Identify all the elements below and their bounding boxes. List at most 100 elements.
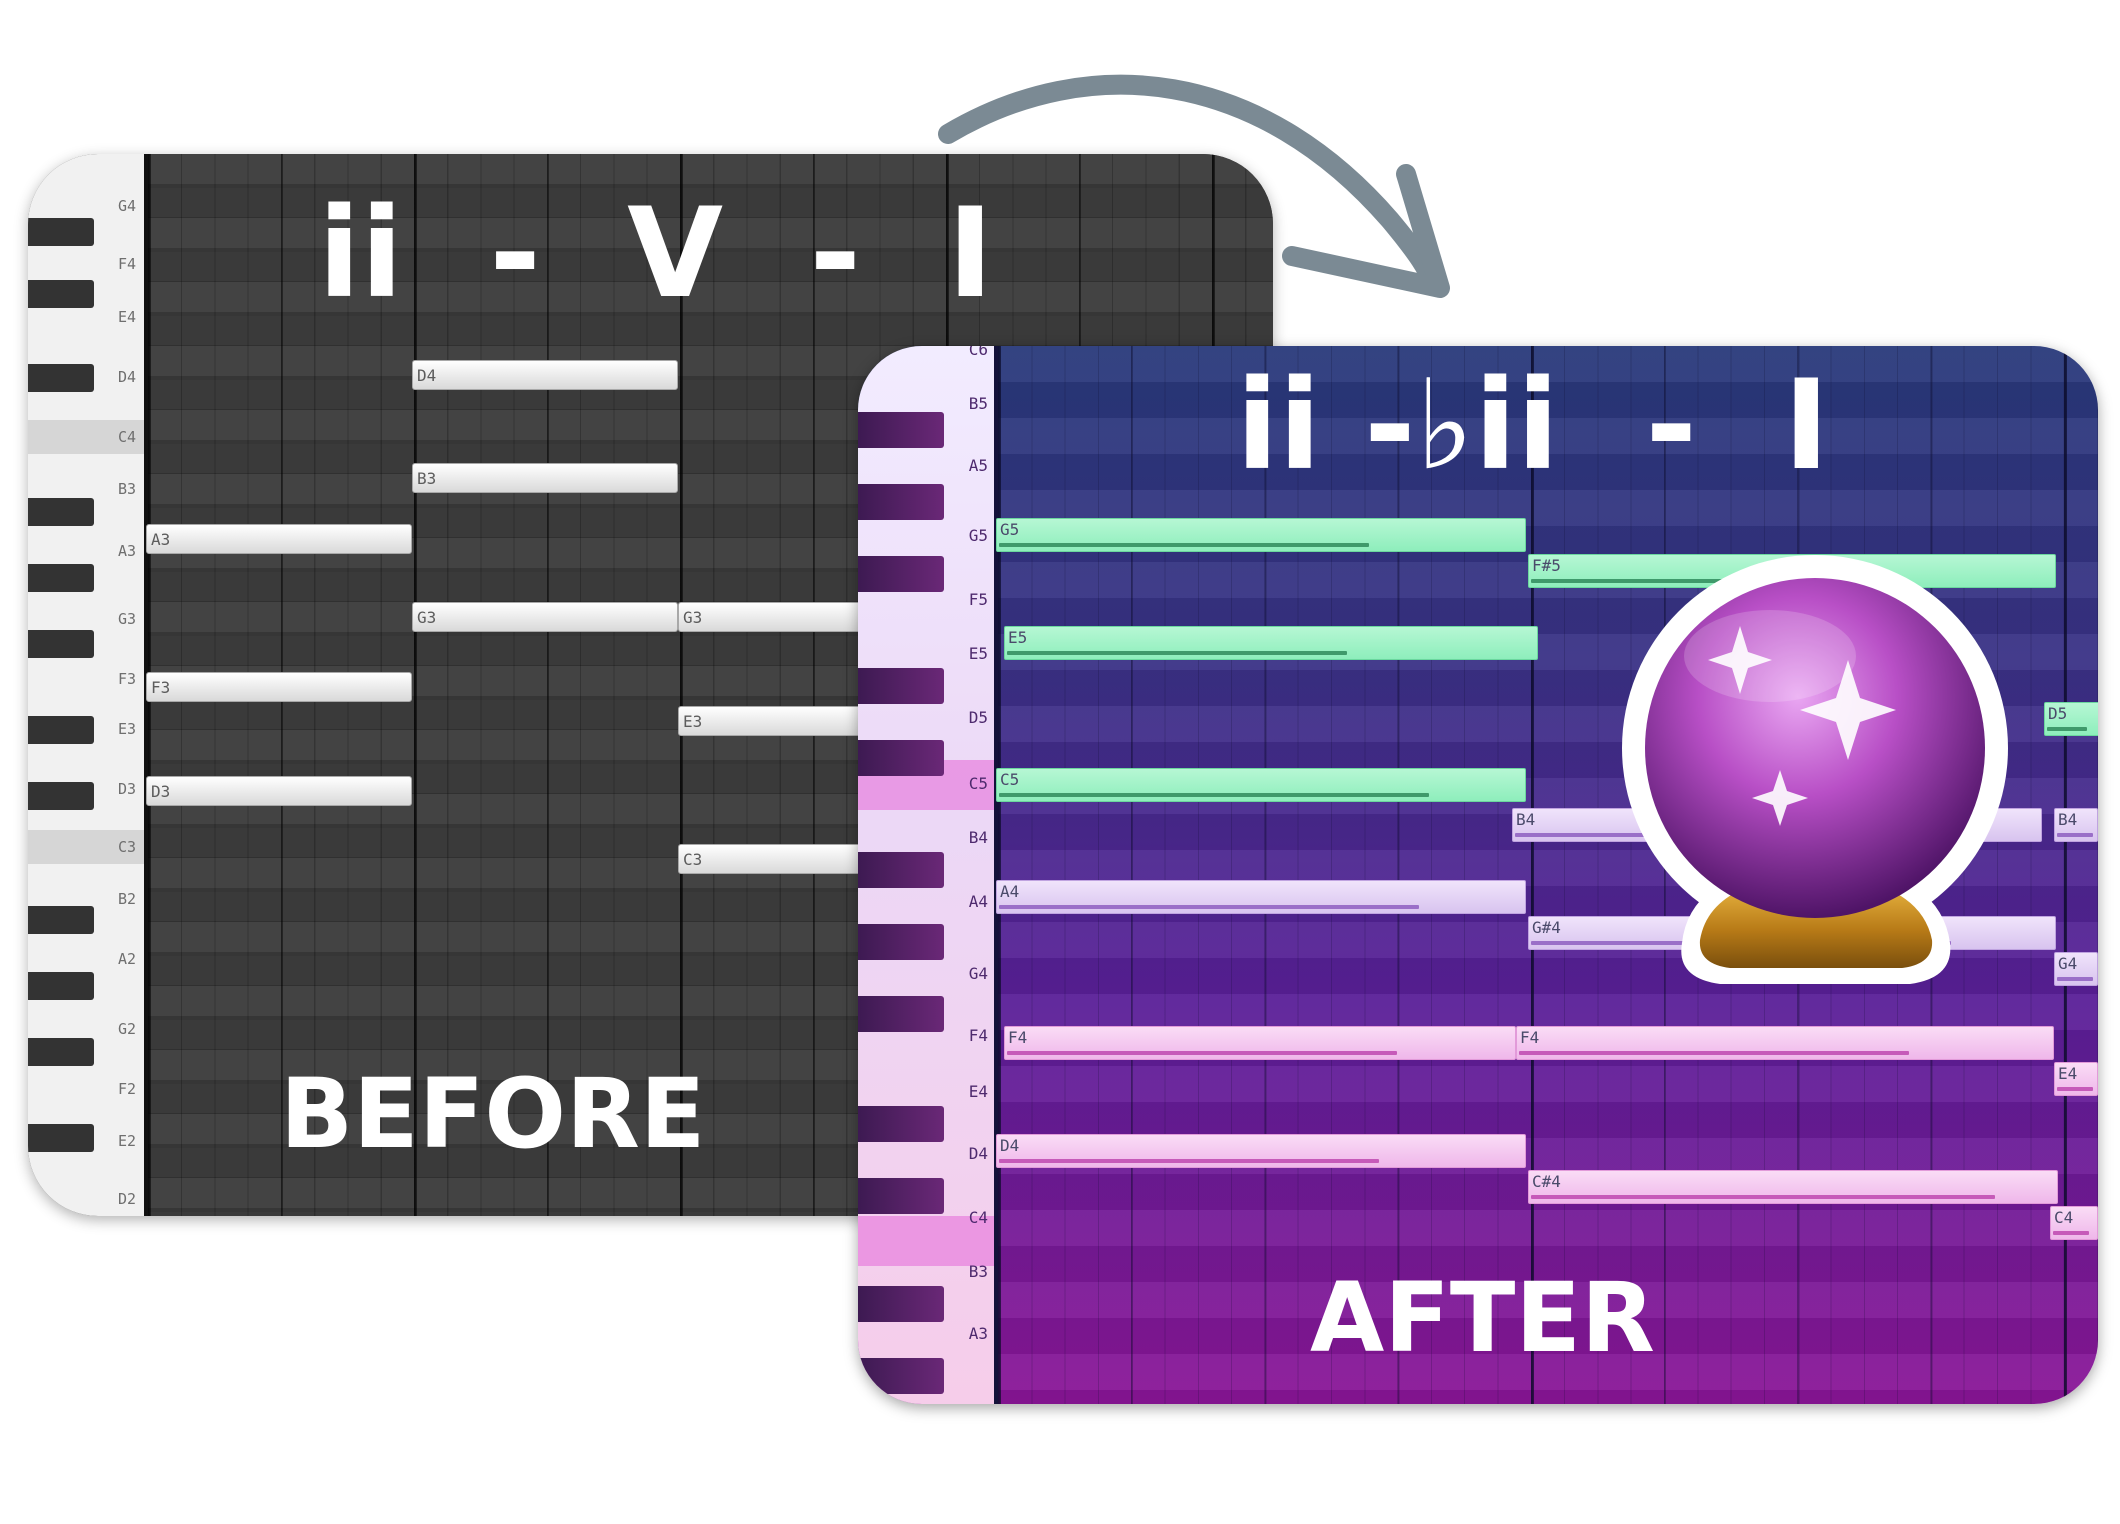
after-black-key[interactable] [858, 852, 944, 888]
before-black-key[interactable] [28, 564, 94, 592]
velocity-bar [1007, 1051, 1397, 1055]
before-key-label: G3 [117, 610, 136, 628]
before-key-label: D4 [117, 368, 136, 386]
after-note[interactable]: B4 [2054, 808, 2098, 842]
before-note[interactable]: B3 [412, 463, 678, 493]
after-key-label: C6 [968, 346, 988, 359]
after-black-key[interactable] [858, 668, 944, 704]
before-c4-highlight [28, 420, 144, 454]
before-black-key[interactable] [28, 782, 94, 810]
after-note[interactable]: C#4 [1528, 1170, 2058, 1204]
after-black-key[interactable] [858, 1358, 944, 1394]
after-note[interactable]: G4 [2054, 952, 2098, 986]
after-note[interactable]: C4 [2050, 1206, 2098, 1240]
before-title: ii - V - I [318, 182, 994, 326]
before-black-key[interactable] [28, 1038, 94, 1066]
after-key-label: D4 [968, 1144, 988, 1163]
before-key-label: D3 [117, 780, 136, 798]
after-note[interactable]: E5 [1004, 626, 1538, 660]
after-note-label: F4 [1008, 1028, 1028, 1047]
before-label: BEFORE [280, 1058, 706, 1170]
after-note-label: A4 [1000, 882, 1020, 901]
before-key-label: E2 [117, 1132, 136, 1150]
after-key-label: F4 [968, 1026, 988, 1045]
after-note[interactable]: G5 [996, 518, 1526, 552]
after-key-label: A5 [968, 456, 988, 475]
before-key-label: G4 [117, 197, 136, 215]
before-black-key[interactable] [28, 218, 94, 246]
after-key-label: B3 [968, 1262, 988, 1281]
before-note[interactable]: A3 [146, 524, 412, 554]
after-black-key[interactable] [858, 924, 944, 960]
after-note[interactable]: F4 [1004, 1026, 1516, 1060]
before-black-key[interactable] [28, 280, 94, 308]
before-key-label: B2 [117, 890, 136, 908]
after-note-label: D4 [1000, 1136, 1020, 1155]
after-black-key[interactable] [858, 412, 944, 448]
before-key-label: F2 [117, 1080, 136, 1098]
after-note-label: B4 [1516, 810, 1536, 829]
after-black-key[interactable] [858, 1178, 944, 1214]
crystal-ball-icon [1622, 555, 2008, 984]
after-note-label: G4 [2058, 954, 2078, 973]
before-note[interactable]: F3 [146, 672, 412, 702]
before-note[interactable]: D4 [412, 360, 678, 390]
after-note-label: D5 [2048, 704, 2068, 723]
after-note[interactable]: D4 [996, 1134, 1526, 1168]
before-black-key[interactable] [28, 906, 94, 934]
before-note[interactable]: D3 [146, 776, 412, 806]
after-note[interactable]: C5 [996, 768, 1526, 802]
before-key-label: A2 [117, 950, 136, 968]
after-black-key[interactable] [858, 556, 944, 592]
after-note[interactable]: E4 [2054, 1062, 2098, 1096]
velocity-bar [2057, 833, 2093, 837]
before-note[interactable]: G3 [412, 602, 678, 632]
after-key-label: G5 [968, 526, 988, 545]
velocity-bar [2057, 977, 2093, 981]
after-black-key[interactable] [858, 1286, 944, 1322]
before-black-key[interactable] [28, 498, 94, 526]
before-black-key[interactable] [28, 716, 94, 744]
after-key-label: E4 [968, 1082, 988, 1101]
after-note[interactable]: A4 [996, 880, 1526, 914]
after-note-label: F4 [1520, 1028, 1540, 1047]
after-key-label: D5 [968, 708, 988, 727]
before-black-key[interactable] [28, 1124, 94, 1152]
before-black-key[interactable] [28, 364, 94, 392]
before-key-label: A3 [117, 542, 136, 560]
after-note-label: F#5 [1532, 556, 1561, 575]
after-key-label: E5 [968, 644, 988, 663]
before-key-label: E4 [117, 308, 136, 326]
velocity-bar [1519, 1051, 1909, 1055]
after-title: ii -♭ii - I [1236, 354, 1830, 498]
before-key-label: F3 [117, 670, 136, 688]
after-key-label: G4 [968, 964, 988, 983]
after-note[interactable]: D5 [2044, 702, 2098, 736]
after-note-label: C4 [2054, 1208, 2074, 1227]
after-black-key[interactable] [858, 1106, 944, 1142]
after-label: AFTER [1310, 1262, 1655, 1374]
after-key-label: B5 [968, 394, 988, 413]
before-key-label: D2 [117, 1190, 136, 1208]
after-note-label: E4 [2058, 1064, 2078, 1083]
before-black-key[interactable] [28, 630, 94, 658]
after-note-label: G5 [1000, 520, 1020, 539]
after-piano-keyboard: C6 B5 A5 G5 F5 E5 D5 C5 B4 A4 G4 F4 E4 D… [858, 346, 994, 1404]
after-black-key[interactable] [858, 996, 944, 1032]
before-black-key[interactable] [28, 972, 94, 1000]
after-black-key[interactable] [858, 740, 944, 776]
velocity-bar [2047, 727, 2087, 731]
after-key-label: B4 [968, 828, 988, 847]
velocity-bar [999, 543, 1369, 547]
after-key-label: C5 [968, 774, 988, 793]
velocity-bar [1007, 651, 1347, 655]
velocity-bar [2057, 1087, 2093, 1091]
before-key-label: G2 [117, 1020, 136, 1038]
velocity-bar [2053, 1231, 2089, 1235]
after-key-label: A4 [968, 892, 988, 911]
before-key-label: B3 [117, 480, 136, 498]
before-key-label: C4 [117, 428, 136, 446]
after-black-key[interactable] [858, 484, 944, 520]
after-note[interactable]: F4 [1516, 1026, 2054, 1060]
after-key-label: A3 [968, 1324, 988, 1343]
